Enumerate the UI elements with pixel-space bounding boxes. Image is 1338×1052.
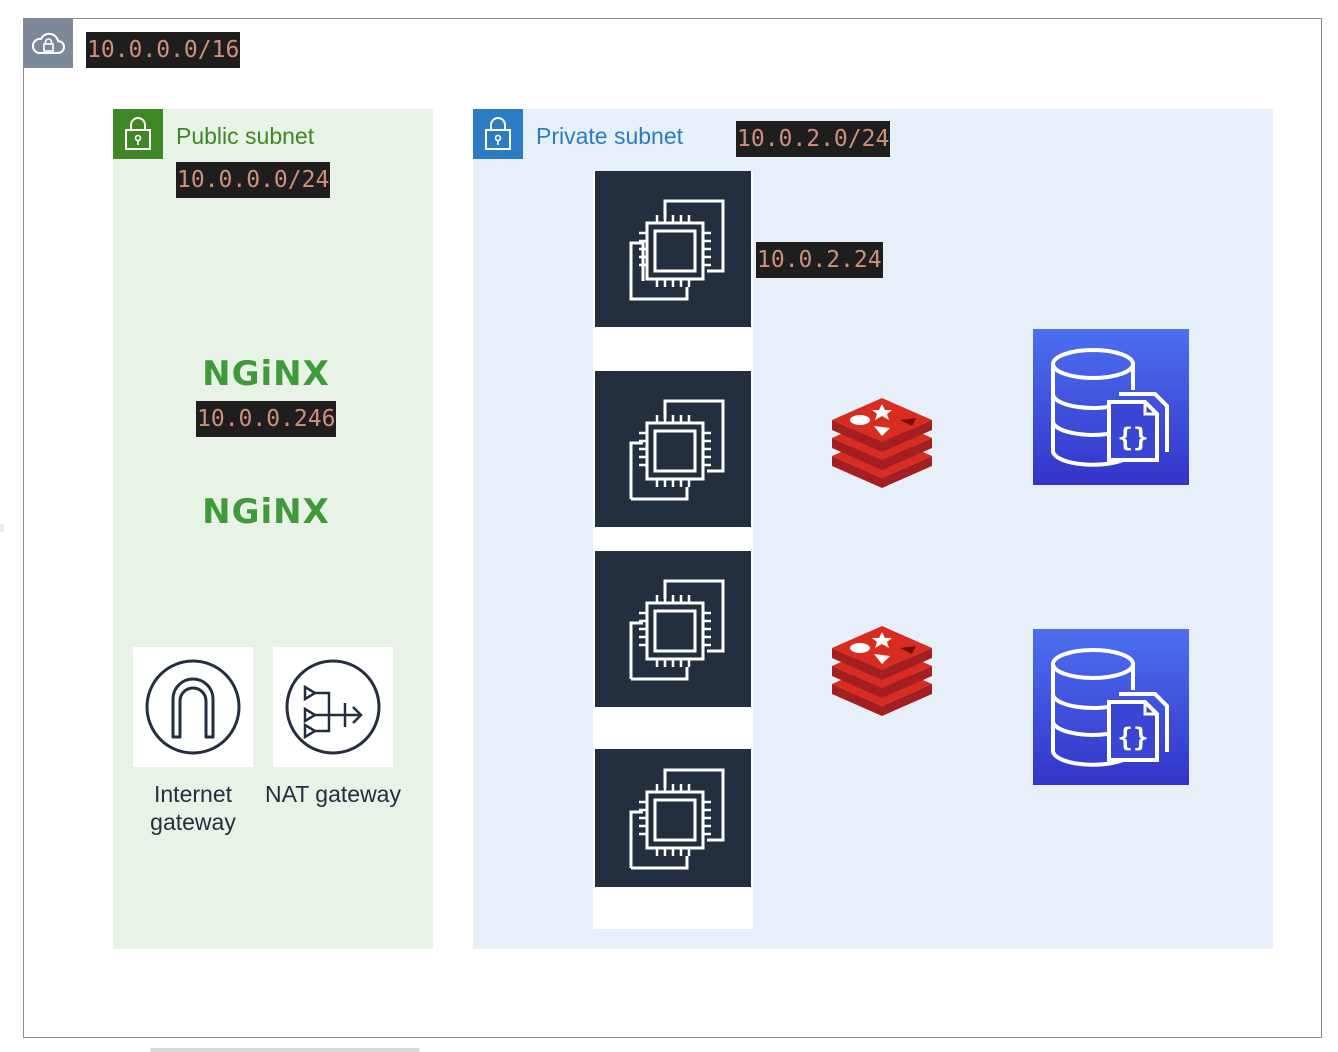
nginx-logo: NGiNX — [202, 492, 330, 532]
private-subnet-cidr: 10.0.2.0/24 — [736, 121, 891, 157]
internet-gateway-label-line1: Internet — [154, 781, 232, 807]
subnet-lock-icon — [113, 109, 163, 159]
document-database-icon: {} — [1033, 629, 1189, 785]
redis-icon — [830, 398, 934, 488]
redis-icon — [830, 626, 934, 716]
ec2-instance-icon — [595, 749, 751, 887]
vpc-cidr: 10.0.0.0/16 — [86, 32, 241, 68]
nat-gateway-label: NAT gateway — [265, 781, 401, 807]
instance-ip: 10.0.2.24 — [756, 242, 883, 278]
public-subnet-label: Public subnet — [176, 123, 315, 149]
subnet-lock-icon — [473, 109, 523, 159]
svg-text:{}: {} — [1117, 723, 1148, 753]
edge-marker — [0, 524, 4, 532]
internet-gateway-label-line2: gateway — [150, 809, 236, 835]
document-database-icon: {} — [1033, 329, 1189, 485]
internet-gateway-label: Internet gateway — [123, 780, 263, 836]
svg-text:{}: {} — [1117, 423, 1148, 453]
nat-gateway-icon — [273, 647, 393, 767]
internet-gateway-icon — [133, 647, 253, 767]
private-subnet-label: Private subnet — [536, 123, 684, 149]
nginx-logo: NGiNX — [202, 354, 330, 394]
ec2-instance-icon — [595, 171, 751, 327]
public-subnet-cidr: 10.0.0.0/24 — [176, 162, 331, 198]
nginx-ip: 10.0.0.246 — [196, 401, 337, 437]
horizontal-scrollbar[interactable] — [150, 1048, 420, 1052]
ec2-instance-icon — [595, 371, 751, 527]
public-subnet — [113, 109, 433, 949]
vpc-cloud-lock-icon — [23, 19, 73, 68]
ec2-instance-icon — [595, 551, 751, 707]
